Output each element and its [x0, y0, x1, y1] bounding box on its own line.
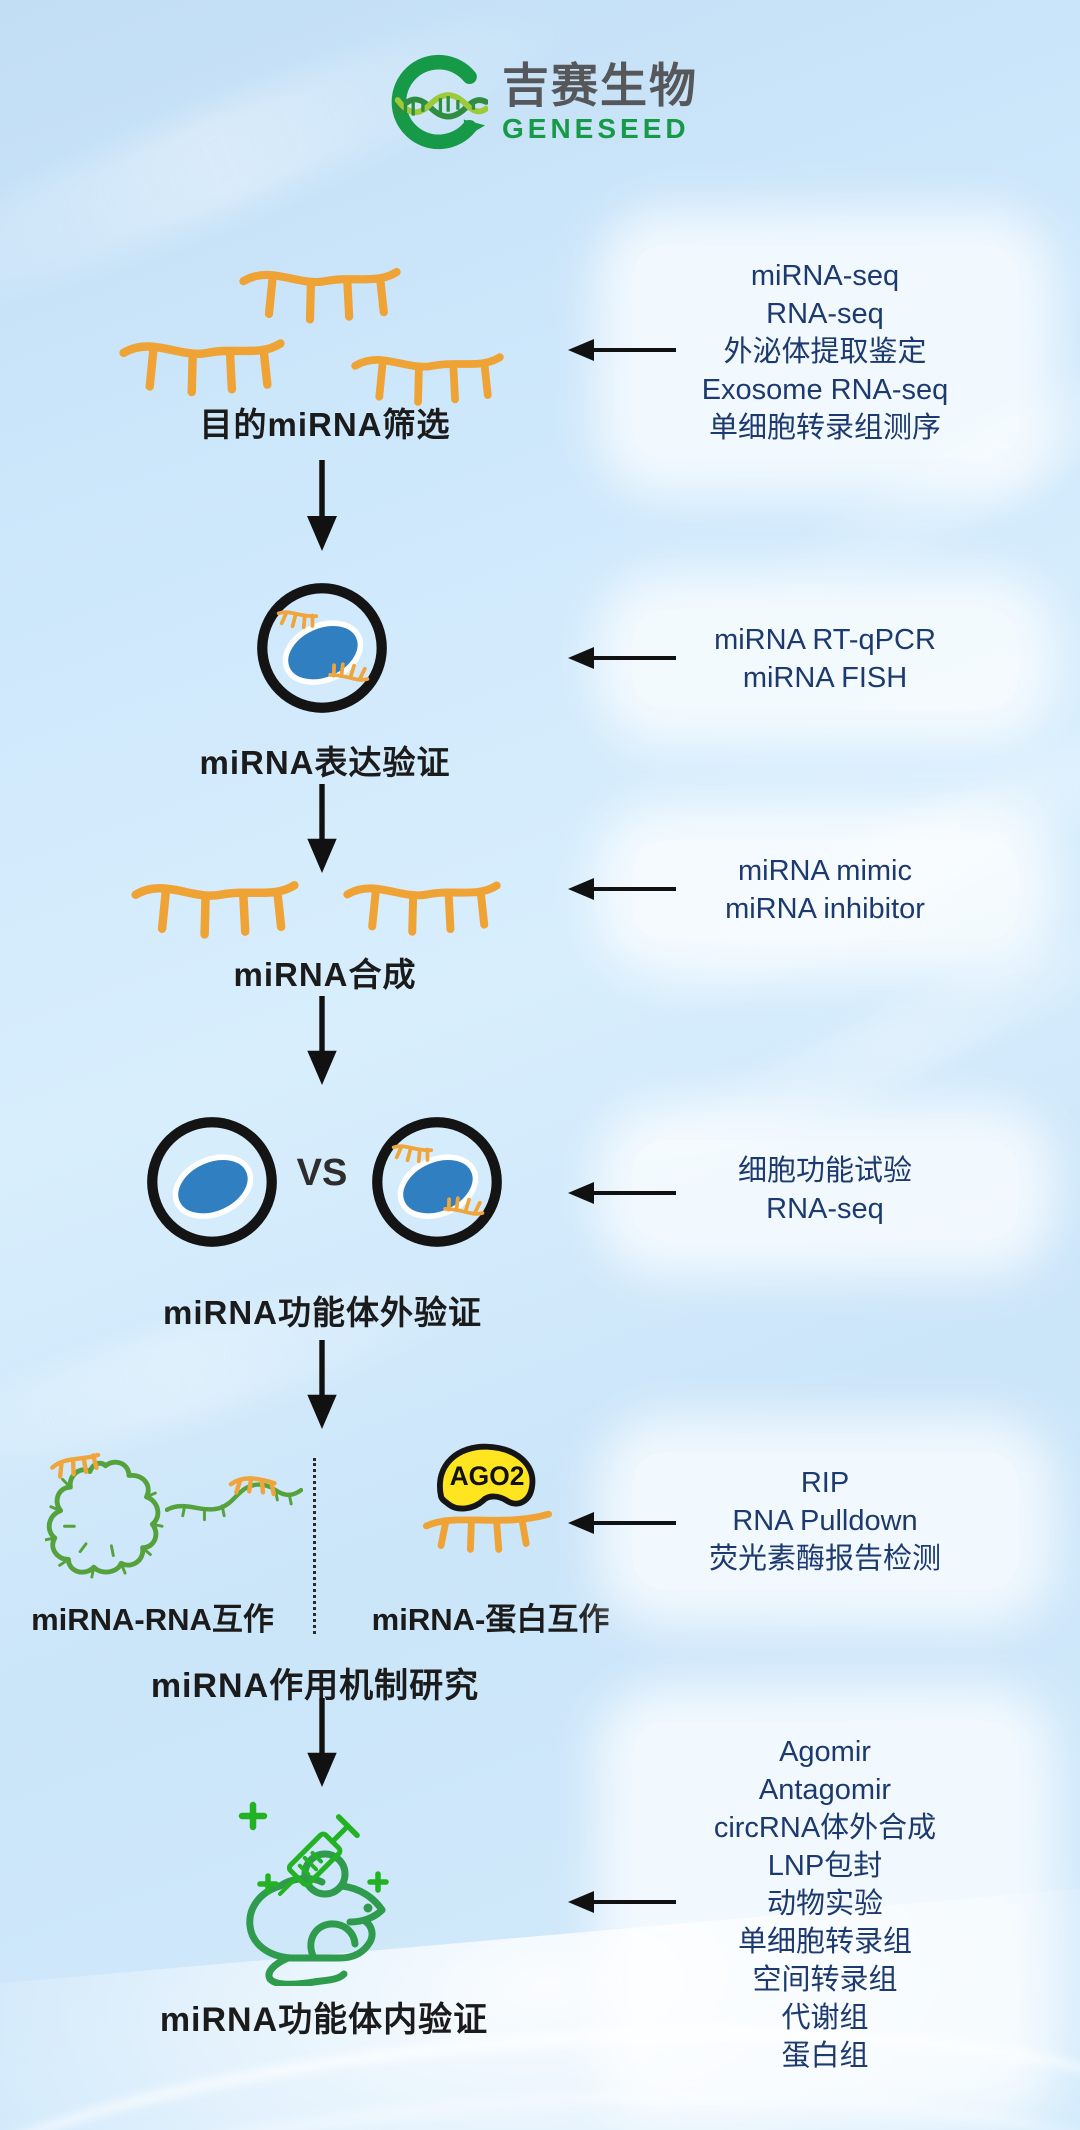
cell-icon: [147, 1117, 277, 1247]
annotation-block-invivo: Agomir Antagomir circRNA体外合成 LNP包封 动物实验 …: [600, 1721, 1050, 2087]
sub-label-protein-interaction: miRNA-蛋白互作: [371, 1602, 610, 1637]
step-label-invitro: miRNA功能体外验证: [162, 1294, 482, 1331]
step-label-synthesis: miRNA合成: [233, 956, 417, 993]
sub-label-rna-interaction: miRNA-RNA互作: [31, 1602, 274, 1637]
annotation-block-expression: miRNA RT-qPCR miRNA FISH: [600, 609, 1050, 709]
annotation-line: Antagomir: [758, 1774, 892, 1806]
logo-en-text: GENESEED: [502, 113, 690, 144]
step-label-invivo: miRNA功能体内验证: [159, 2001, 489, 2039]
annotation-line: miRNA mimic: [738, 855, 912, 887]
annotation-block-synthesis: miRNA mimic miRNA inhibitor: [600, 840, 1050, 940]
mechanism-divider: [313, 1458, 316, 1634]
down-arrow-icon: [307, 1339, 337, 1430]
left-arrow-icon: [568, 1891, 676, 1913]
annotation-line: RNA-seq: [766, 1193, 884, 1225]
annotation-line: Agomir: [779, 1736, 871, 1768]
mirna-strand-icon: [131, 881, 299, 939]
dna-logo-icon: [391, 54, 488, 150]
annotation-line: RIP: [800, 1467, 850, 1499]
cell-icon: [372, 1117, 502, 1247]
annotation-glow: [631, 1721, 1019, 2087]
annotation-glow: [631, 609, 1019, 709]
annotation-line: 荧光素酶报告检测: [708, 1543, 941, 1575]
mirna-strand-icon: [351, 353, 504, 406]
annotation-line: miRNA FISH: [742, 662, 908, 694]
mirna-strand-icon: [343, 881, 501, 936]
ago2-protein-icon: AGO2: [422, 1443, 553, 1553]
vs-label: VS: [296, 1152, 348, 1194]
left-arrow-icon: [568, 1182, 676, 1204]
down-arrow-icon: [307, 783, 337, 874]
annotation-block-invitro: 细胞功能试验 RNA-seq: [600, 1140, 1050, 1240]
annotation-line: 动物实验: [766, 1888, 883, 1920]
logo-cn-text: 吉赛生物: [502, 59, 698, 112]
linear-rna-icon: [165, 1476, 303, 1522]
cell-icon: [257, 583, 387, 713]
left-arrow-icon: [568, 647, 676, 669]
down-arrow-icon: [307, 995, 337, 1086]
step-label-expression: miRNA表达验证: [199, 744, 451, 781]
annotation-line: miRNA RT-qPCR: [714, 624, 936, 656]
annotation-line: 外泌体提取鉴定: [723, 336, 927, 368]
annotation-glow: [631, 840, 1019, 940]
circrna-icon: [45, 1452, 164, 1579]
annotation-line: Exosome RNA-seq: [701, 374, 949, 406]
annotation-line: 细胞功能试验: [737, 1155, 912, 1187]
annotation-line: miRNA inhibitor: [725, 893, 925, 925]
mouse-injection-icon: [238, 1801, 389, 1986]
mirna-strand-icon: [119, 339, 285, 397]
annotation-block-mechanism: RIP RNA Pulldown 荧光素酶报告检测: [600, 1452, 1050, 1590]
annotation-line: RNA-seq: [766, 298, 884, 330]
annotation-line: 蛋白组: [781, 2040, 869, 2072]
step-label-screening: 目的miRNA筛选: [199, 406, 451, 443]
annotation-line: 单细胞转录组测序: [708, 412, 941, 444]
annotation-glow: [631, 1452, 1019, 1590]
annotation-line: 单细胞转录组: [737, 1926, 912, 1958]
annotation-line: miRNA-seq: [750, 260, 900, 292]
annotation-glow: [631, 245, 1019, 459]
annotation-glow: [631, 1140, 1019, 1240]
annotation-line: circRNA体外合成: [713, 1812, 937, 1844]
annotation-line: RNA Pulldown: [732, 1505, 918, 1537]
down-arrow-icon: [307, 1697, 337, 1788]
annotation-line: 代谢组: [781, 2002, 869, 2034]
mirna-strand-icon: [239, 267, 401, 324]
down-arrow-icon: [307, 460, 337, 551]
step-label-mechanism: miRNA作用机制研究: [150, 1667, 480, 1705]
left-arrow-icon: [568, 1512, 676, 1534]
left-arrow-icon: [568, 339, 676, 361]
annotation-line: 空间转录组: [752, 1964, 898, 1996]
left-arrow-icon: [568, 878, 676, 900]
ago2-label: AGO2: [450, 1461, 525, 1491]
logo: 吉赛生物 GENESEED: [386, 52, 698, 152]
annotation-line: LNP包封: [767, 1850, 883, 1882]
annotation-block-screening: miRNA-seq RNA-seq 外泌体提取鉴定 Exosome RNA-se…: [600, 245, 1050, 459]
